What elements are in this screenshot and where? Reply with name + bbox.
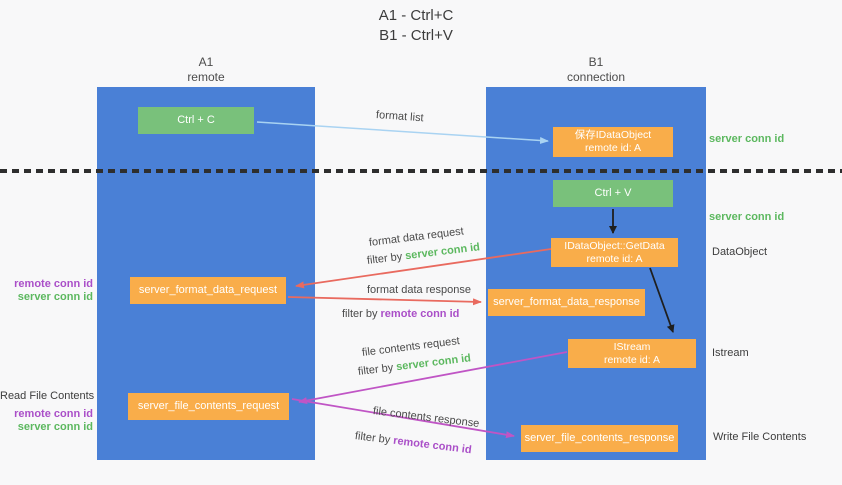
lane-a1-subtitle: remote [187, 70, 225, 84]
server-format-data-request-box: server_format_data_request [130, 277, 286, 304]
server-file-contents-response-label: server_file_contents_response [524, 432, 675, 444]
machine-boundary-dotted-line [0, 169, 842, 173]
ctrl-c-label: Ctrl + C [177, 114, 215, 126]
write-file-contents-label: Write File Contents [713, 431, 807, 443]
title-line-1: A1 - Ctrl+C [378, 7, 454, 24]
server-file-contents-request-box: server_file_contents_request [128, 393, 289, 420]
left-remote-conn-id-label-2: remote conn id [14, 408, 93, 420]
lane-b1-name: B1 [588, 55, 604, 69]
title-line-2: B1 - Ctrl+V [379, 27, 453, 44]
ctrl-v-label: Ctrl + V [594, 187, 632, 199]
remote-conn-id-text: remote conn id [392, 434, 473, 457]
filter-by-text: filter by [342, 308, 381, 320]
file-contents-response-label: file contents response [372, 405, 480, 430]
format-data-response-label: format data response [367, 284, 471, 296]
left-remote-conn-id-label: remote conn id [14, 278, 93, 290]
left-server-conn-id-label: server conn id [17, 291, 93, 303]
server-format-data-request-label: server_format_data_request [138, 284, 278, 296]
getdata-line1: IDataObject::GetData [564, 239, 665, 252]
filter-by-text: filter by [357, 361, 397, 378]
filter-by-remote-conn-id-label-2: filter by remote conn id [354, 430, 472, 456]
getdata-line2: remote id: A [586, 252, 643, 265]
server-format-data-response-box: server_format_data_response [488, 289, 645, 316]
lane-header-a1: A1 remote [97, 55, 315, 85]
getdata-box: IDataObject::GetData remote id: A [551, 238, 678, 267]
filter-by-text: filter by [366, 250, 406, 267]
server-file-contents-response-box: server_file_contents_response [521, 425, 678, 452]
server-format-data-response-label: server_format_data_response [493, 296, 640, 308]
diagram-title: A1 - Ctrl+C B1 - Ctrl+V [0, 6, 832, 46]
server-conn-id-text: server conn id [395, 352, 472, 374]
arrow-format-data-response [287, 296, 482, 306]
server-file-contents-request-label: server_file_contents_request [137, 400, 280, 412]
lane-b1-subtitle: connection [566, 70, 626, 84]
read-file-contents-label: Read File Contents [0, 390, 95, 402]
left-server-conn-id-label-2: server conn id [17, 421, 93, 433]
filter-by-text: filter by [354, 430, 394, 447]
format-list-label: format list [375, 109, 424, 125]
istream-side-label: Istream [712, 347, 749, 359]
dataobject-label: DataObject [712, 246, 768, 258]
lane-a1-name: A1 [198, 55, 214, 69]
save-dataobject-line1: 保存IDataObject [574, 129, 652, 141]
istream-line2: remote id: A [603, 353, 661, 366]
istream-line1: IStream [613, 340, 651, 353]
server-conn-id-text: server conn id [404, 241, 481, 263]
save-dataobject-box: 保存IDataObject remote id: A [553, 127, 673, 157]
filter-by-remote-conn-id-label-1: filter by remote conn id [342, 308, 459, 320]
ctrl-v-action-box: Ctrl + V [553, 180, 673, 207]
right-server-conn-id-label-1: server conn id [709, 133, 785, 145]
ctrl-c-action-box: Ctrl + C [138, 107, 254, 134]
istream-box: IStream remote id: A [568, 339, 696, 368]
right-server-conn-id-label-2: server conn id [709, 211, 785, 223]
lane-header-b1: B1 connection [486, 55, 706, 85]
remote-conn-id-text: remote conn id [380, 308, 460, 320]
save-dataobject-line2: remote id: A [584, 142, 642, 154]
